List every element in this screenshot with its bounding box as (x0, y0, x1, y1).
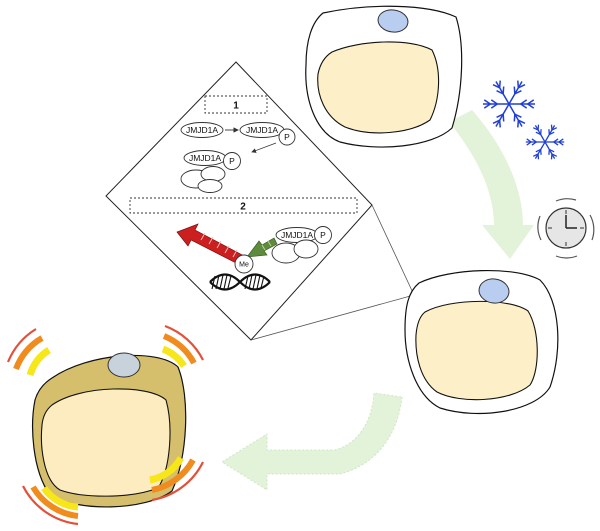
chromatin-complex (180, 166, 226, 193)
red-demethylation-arrow (176, 223, 247, 267)
heat-wave-icon (6, 324, 204, 526)
flow-arrow-down (449, 110, 534, 259)
step-2-box (129, 197, 358, 214)
jmjd1a-label: JMJD1A (186, 125, 218, 135)
jmjd1a-label: JMJD1A (246, 125, 278, 135)
phosphate-label: P (229, 156, 235, 166)
cell-cytoplasm (40, 388, 171, 497)
cell-cold-exposed (404, 270, 559, 415)
step-2-number: 2 (240, 202, 246, 213)
cell-normal (305, 5, 463, 148)
nucleus (478, 278, 510, 304)
cell-cytoplasm (415, 300, 538, 401)
phosphate-label: P (284, 132, 290, 142)
cell-cytoplasm (317, 41, 440, 134)
zoom-connector-line (371, 204, 415, 296)
methyl-label: Me (239, 262, 249, 269)
dna-icon (209, 273, 271, 291)
step-1-box (204, 95, 268, 114)
phosphate-label: P (320, 230, 326, 240)
flow-arrow-left (221, 392, 403, 491)
nucleus (107, 352, 141, 378)
zoom-connector-line (250, 294, 415, 341)
phosphate-group (223, 152, 241, 170)
methyl-group (234, 254, 254, 274)
jmjd1a-label: JMJD1A (189, 153, 221, 163)
cell-thermogenic (32, 352, 187, 508)
snowflake-icon (483, 80, 535, 128)
jmjd1a-protein (180, 122, 224, 138)
green-binding-arrow (246, 237, 278, 258)
clock-icon (537, 198, 595, 259)
zoom-inset: 1 JMJD1A JMJD1A P JMJD1A P 2 (105, 61, 415, 341)
phosphate-group (314, 226, 332, 244)
snowflake-icon (525, 124, 565, 160)
step-1-number: 1 (233, 101, 239, 112)
jmjd1a-label: JMJD1A (281, 230, 313, 240)
nucleus (377, 9, 409, 33)
phosphate-group (278, 128, 296, 146)
binding-arrow (251, 142, 277, 153)
chromatin-complex (271, 239, 319, 264)
